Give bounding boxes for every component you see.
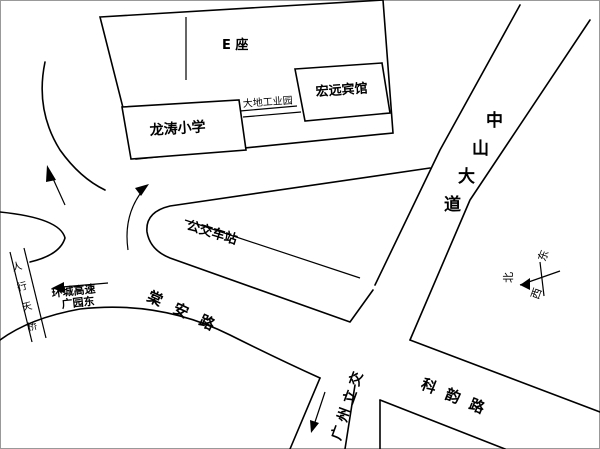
keyun-char-1: 科 xyxy=(419,375,440,397)
tangan-road-south-edge xyxy=(0,306,321,379)
label-pedestrian-bridge: 人 行 天 桥 xyxy=(11,260,39,334)
zhongshan-road-east-edge xyxy=(409,19,591,341)
lijiao-road-west-edge xyxy=(289,377,321,449)
label-bus-station: 公交车站 xyxy=(185,218,239,249)
compass-east: 东 xyxy=(536,248,552,263)
compass: 北 东 西 xyxy=(502,248,561,301)
tangan-char-2: 安 xyxy=(170,299,191,322)
longtao-school-building xyxy=(121,99,247,160)
label-ring-expressway: 环城高速 xyxy=(51,281,96,300)
label-zhongshan-road: 中 山 大 道 xyxy=(444,110,503,215)
compass-north: 北 xyxy=(502,272,515,283)
zhongshan-char-4: 道 xyxy=(444,194,461,215)
zhongshan-char-2: 山 xyxy=(472,139,489,159)
label-guangzhou-lijiao: 广 州 立 交 xyxy=(328,369,367,442)
tangan-char-3: 路 xyxy=(196,311,218,334)
compass-north-arrow-icon xyxy=(520,278,530,290)
dadi-park-line-top xyxy=(239,105,298,112)
label-guangyuan-east: 广园东 xyxy=(61,294,95,311)
keyun-road-north-edge xyxy=(409,339,600,413)
lijiao-char-2: 州 xyxy=(334,406,354,426)
bus-station-island xyxy=(146,167,431,323)
zhongshan-char-1: 中 xyxy=(486,110,503,131)
lijiao-char-3: 立 xyxy=(340,387,361,406)
label-dadi-park: 大地工业园 xyxy=(242,94,293,110)
label-building-e: E 座 xyxy=(222,37,248,53)
bus-station-platform xyxy=(184,219,361,279)
compass-west: 西 xyxy=(529,286,545,301)
lijiao-char-1: 广 xyxy=(328,423,349,442)
label-hongyuan-hotel: 宏远宾馆 xyxy=(315,80,368,100)
west-arrow-expressway xyxy=(52,282,109,293)
label-longtao-school: 龙涛小学 xyxy=(148,118,206,139)
zhongshan-char-3: 大 xyxy=(458,166,475,187)
tangan-char-1: 棠 xyxy=(143,287,166,310)
pedestrian-bridge-east xyxy=(23,247,47,339)
keyun-char-2: 韵 xyxy=(443,385,464,407)
bridge-char-2: 行 xyxy=(16,279,29,294)
hongyuan-hotel-building xyxy=(294,62,391,122)
bridge-char-4: 桥 xyxy=(26,320,39,334)
lijiao-char-4: 交 xyxy=(346,369,367,388)
zhongshan-road-west-edge xyxy=(374,4,521,286)
bridge-char-1: 人 xyxy=(11,260,24,274)
pedestrian-bridge-west xyxy=(9,251,33,343)
dadi-park-line-bottom xyxy=(242,111,302,118)
label-keyun-road: 科 韵 路 xyxy=(419,375,489,418)
south-arrow-lijiao xyxy=(310,391,326,433)
keyun-road-south-edge xyxy=(379,399,506,449)
curved-arrow-up xyxy=(126,184,149,251)
expressway-north-edge xyxy=(0,211,66,263)
lijiao-road-east-edge xyxy=(344,384,356,449)
ramp-curve xyxy=(41,61,106,191)
keyun-char-3: 路 xyxy=(467,395,489,418)
north-arrow-left xyxy=(46,165,66,206)
bridge-char-3: 天 xyxy=(21,301,33,314)
